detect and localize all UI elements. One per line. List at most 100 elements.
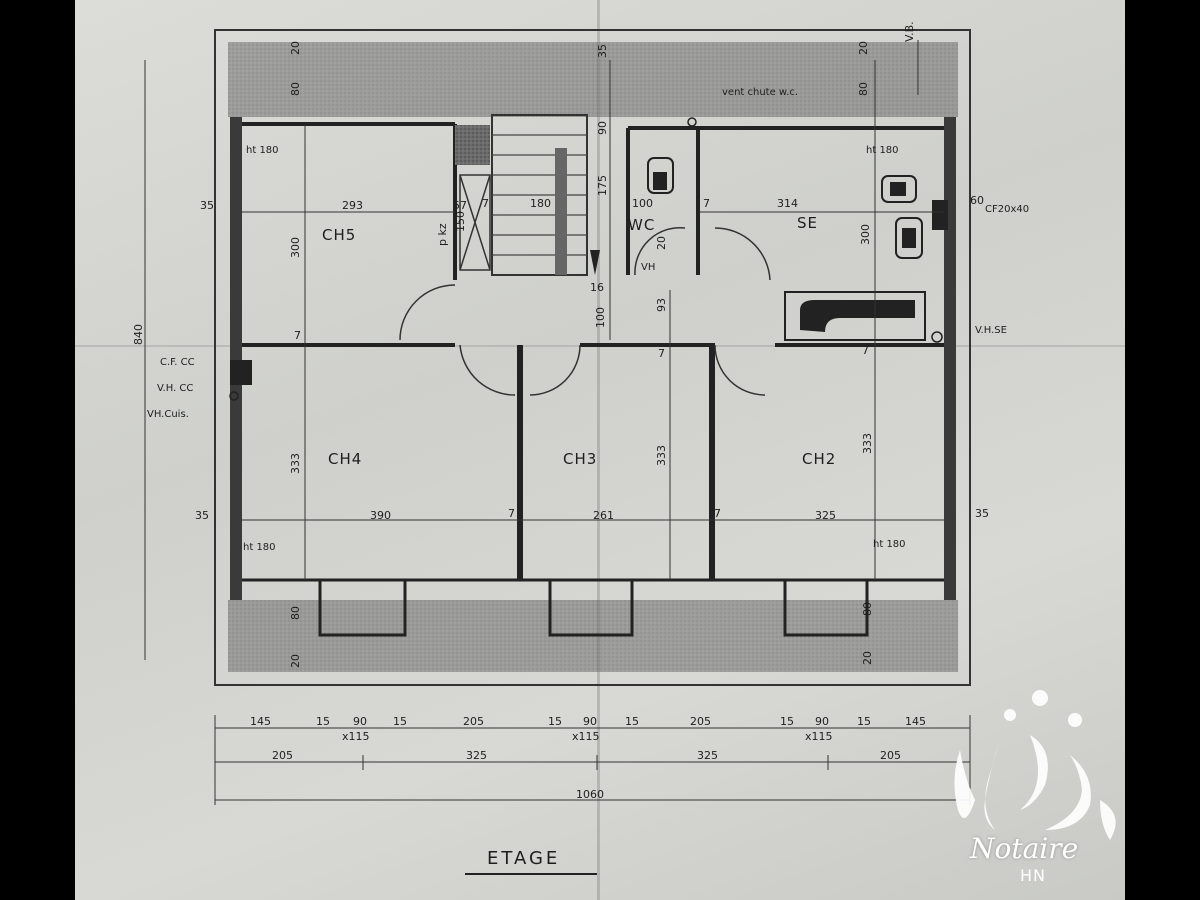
dim-333-ch3: 333 — [655, 445, 668, 466]
dim-16: 16 — [590, 281, 604, 294]
dim-row1-15-c: 15 — [548, 715, 562, 728]
dim-325-ch2: 325 — [815, 509, 836, 522]
door-wc — [634, 226, 686, 276]
annotation-vb: V.B. — [903, 21, 916, 42]
annotation-ht180-ch5: ht 180 — [246, 145, 279, 156]
room-label-se: SE — [797, 214, 818, 232]
dim-7-ch2: 7 — [862, 344, 869, 357]
dim-35-left-bottom: 35 — [195, 509, 209, 522]
dim-150: 150 — [454, 211, 467, 232]
dim-261: 261 — [593, 509, 614, 522]
chimney-cf20x40 — [932, 200, 948, 230]
dim-175: 175 — [596, 175, 609, 196]
dim-80-top-right: 80 — [857, 82, 870, 96]
room-label-ch3: CH3 — [563, 450, 598, 468]
dim-93: 93 — [655, 298, 668, 312]
window-ch3 — [548, 580, 634, 637]
dim-7-ch3ch2: 7 — [714, 507, 721, 520]
dim-row1-205-a: 205 — [463, 715, 484, 728]
dim-row2-325-a: 325 — [466, 749, 487, 762]
dim-row1-x115-b: x115 — [572, 730, 600, 743]
annotation-vh-se: V.H.SE — [975, 325, 1007, 336]
dim-20-bottom-left: 20 — [289, 654, 302, 668]
dim-row1-90-b: 90 — [583, 715, 597, 728]
dim-35-right: 35 — [975, 507, 989, 520]
dim-row2-205-right: 205 — [880, 749, 901, 762]
annotation-vh-cc: V.H. CC — [157, 383, 194, 394]
dim-60: 60 — [970, 194, 984, 207]
dim-row2-325-b: 325 — [697, 749, 718, 762]
dim-300-se: 300 — [859, 224, 872, 245]
dim-80-bottom-right: 80 — [861, 602, 874, 616]
dim-7-ch5: 7 — [294, 329, 301, 342]
outer-frame — [214, 29, 971, 686]
dim-20-top-right: 20 — [857, 41, 870, 55]
door-ch2 — [714, 344, 766, 396]
door-ch5 — [399, 284, 456, 341]
dim-80-bottom-left: 80 — [289, 606, 302, 620]
dim-row1-x115-c: x115 — [805, 730, 833, 743]
dim-333-ch4: 333 — [289, 453, 302, 474]
dim-row1-x115-a: x115 — [342, 730, 370, 743]
dim-7-stair: 7 — [482, 197, 489, 210]
dim-35-left-top: 35 — [200, 199, 214, 212]
dim-row1-205-b: 205 — [690, 715, 711, 728]
room-label-wc: WC — [628, 216, 656, 234]
annotation-cf-cc: C.F. CC — [160, 357, 195, 368]
wc-toilet — [647, 157, 674, 194]
brand-name: Notaire — [970, 832, 1079, 865]
annotation-vent-chute: vent chute w.c. — [722, 87, 799, 98]
se-sink-2 — [895, 217, 923, 259]
wall-right — [944, 117, 956, 600]
dim-7-ch3: 7 — [658, 347, 665, 360]
window-ch4 — [318, 580, 407, 637]
dim-333-ch2: 333 — [861, 433, 874, 454]
dim-57: 57 — [453, 199, 467, 212]
dim-row1-15-b: 15 — [393, 715, 407, 728]
dim-300: 300 — [289, 237, 302, 258]
dim-7-ch4ch3: 7 — [508, 507, 515, 520]
shaft — [455, 125, 490, 165]
cupboard-pkz — [459, 174, 491, 271]
annotation-cf20x40: CF20x40 — [985, 204, 1030, 215]
se-sink-1 — [881, 175, 917, 203]
brand-subtitle: HN — [1020, 866, 1046, 885]
dim-200: 20 — [655, 236, 668, 250]
dim-20-top-left: 20 — [289, 41, 302, 55]
room-label-ch5: CH5 — [322, 226, 357, 244]
door-se — [714, 227, 771, 281]
vh-arrow — [590, 250, 600, 275]
dim-100-wc: 100 — [632, 197, 653, 210]
title-underline — [465, 873, 597, 875]
dim-100-corr: 100 — [594, 307, 607, 328]
dim-390: 390 — [370, 509, 391, 522]
chimney-cfcc — [230, 360, 252, 385]
dim-35-top-stair: 35 — [596, 44, 609, 58]
bathtub — [784, 291, 926, 341]
dim-840: 840 — [132, 324, 145, 345]
dim-row1-90-a: 90 — [353, 715, 367, 728]
dim-7-wc: 7 — [703, 197, 710, 210]
paper-fold-vertical — [597, 0, 600, 900]
roof-band-top — [228, 42, 958, 117]
dim-80-top-left: 80 — [289, 82, 302, 96]
dim-row1-15-e: 15 — [780, 715, 794, 728]
dim-row1-15-f: 15 — [857, 715, 871, 728]
dim-180: 180 — [530, 197, 551, 210]
room-label-ch2: CH2 — [802, 450, 837, 468]
dim-row1-145-right: 145 — [905, 715, 926, 728]
dim-row1-15-d: 15 — [625, 715, 639, 728]
door-ch3 — [529, 344, 581, 396]
dim-row2-205-left: 205 — [272, 749, 293, 762]
annotation-vh-cuis: VH.Cuis. — [147, 409, 189, 420]
annotation-ht180-ch4: ht 180 — [243, 542, 276, 553]
dim-total-1060: 1060 — [576, 788, 604, 801]
annotation-ht180-ch2: ht 180 — [873, 539, 906, 550]
wall-left — [230, 117, 242, 600]
plan-title: ETAGE — [487, 848, 561, 869]
annotation-vh-wc: VH — [641, 262, 656, 273]
window-ch2 — [783, 580, 869, 637]
annotation-ht180-se: ht 180 — [866, 145, 899, 156]
dim-314: 314 — [777, 197, 798, 210]
